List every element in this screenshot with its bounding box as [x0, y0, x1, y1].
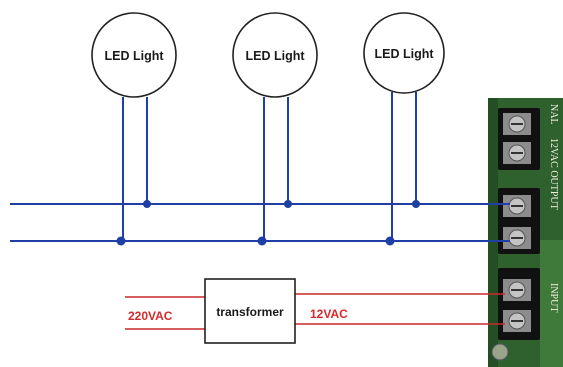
terminal-screw	[503, 310, 531, 332]
output-bus	[10, 203, 510, 242]
terminal-screw	[503, 113, 531, 135]
pcb-trace-area	[540, 240, 563, 367]
output-voltage-label: 12VAC	[310, 307, 348, 321]
led-light-2: LED Light	[232, 12, 318, 246]
terminal-screw	[503, 227, 531, 249]
led-light-1: LED Light	[91, 12, 177, 246]
junction-dot	[412, 200, 420, 208]
led-light-label: LED Light	[104, 49, 164, 63]
terminal-screw	[503, 195, 531, 217]
led-light-bulb	[91, 12, 177, 98]
led-light-bulb	[363, 12, 445, 94]
junction-dot	[257, 236, 267, 246]
input-voltage-label: 220VAC	[128, 309, 173, 323]
junction-dot	[385, 236, 395, 246]
terminal-screw	[503, 142, 531, 164]
transformer-box	[204, 278, 296, 344]
led-light-label: LED Light	[245, 49, 305, 63]
board-input-label: INPUT	[548, 283, 559, 312]
input-terminal-block	[498, 268, 540, 340]
terminal-screw	[503, 279, 531, 301]
led-light-3: LED Light	[363, 12, 445, 246]
terminal-board: NAL 12VAC OUTPUT INPUT	[488, 98, 563, 367]
transformer-section: transformer 220VAC 12VAC	[125, 278, 505, 344]
transformer-label: transformer	[216, 305, 284, 319]
junction-dot	[143, 200, 151, 208]
board-top-label: NAL	[548, 104, 559, 125]
output-terminal-block	[498, 188, 540, 254]
junction-dot	[284, 200, 292, 208]
pcb-edge	[488, 98, 498, 367]
led-light-bulb	[232, 12, 318, 98]
board-output-label: 12VAC OUTPUT	[548, 138, 559, 210]
led-light-label: LED Light	[374, 47, 434, 61]
upper-terminal-block	[498, 108, 540, 170]
junction-dot	[116, 236, 126, 246]
mounting-hole	[491, 343, 509, 361]
